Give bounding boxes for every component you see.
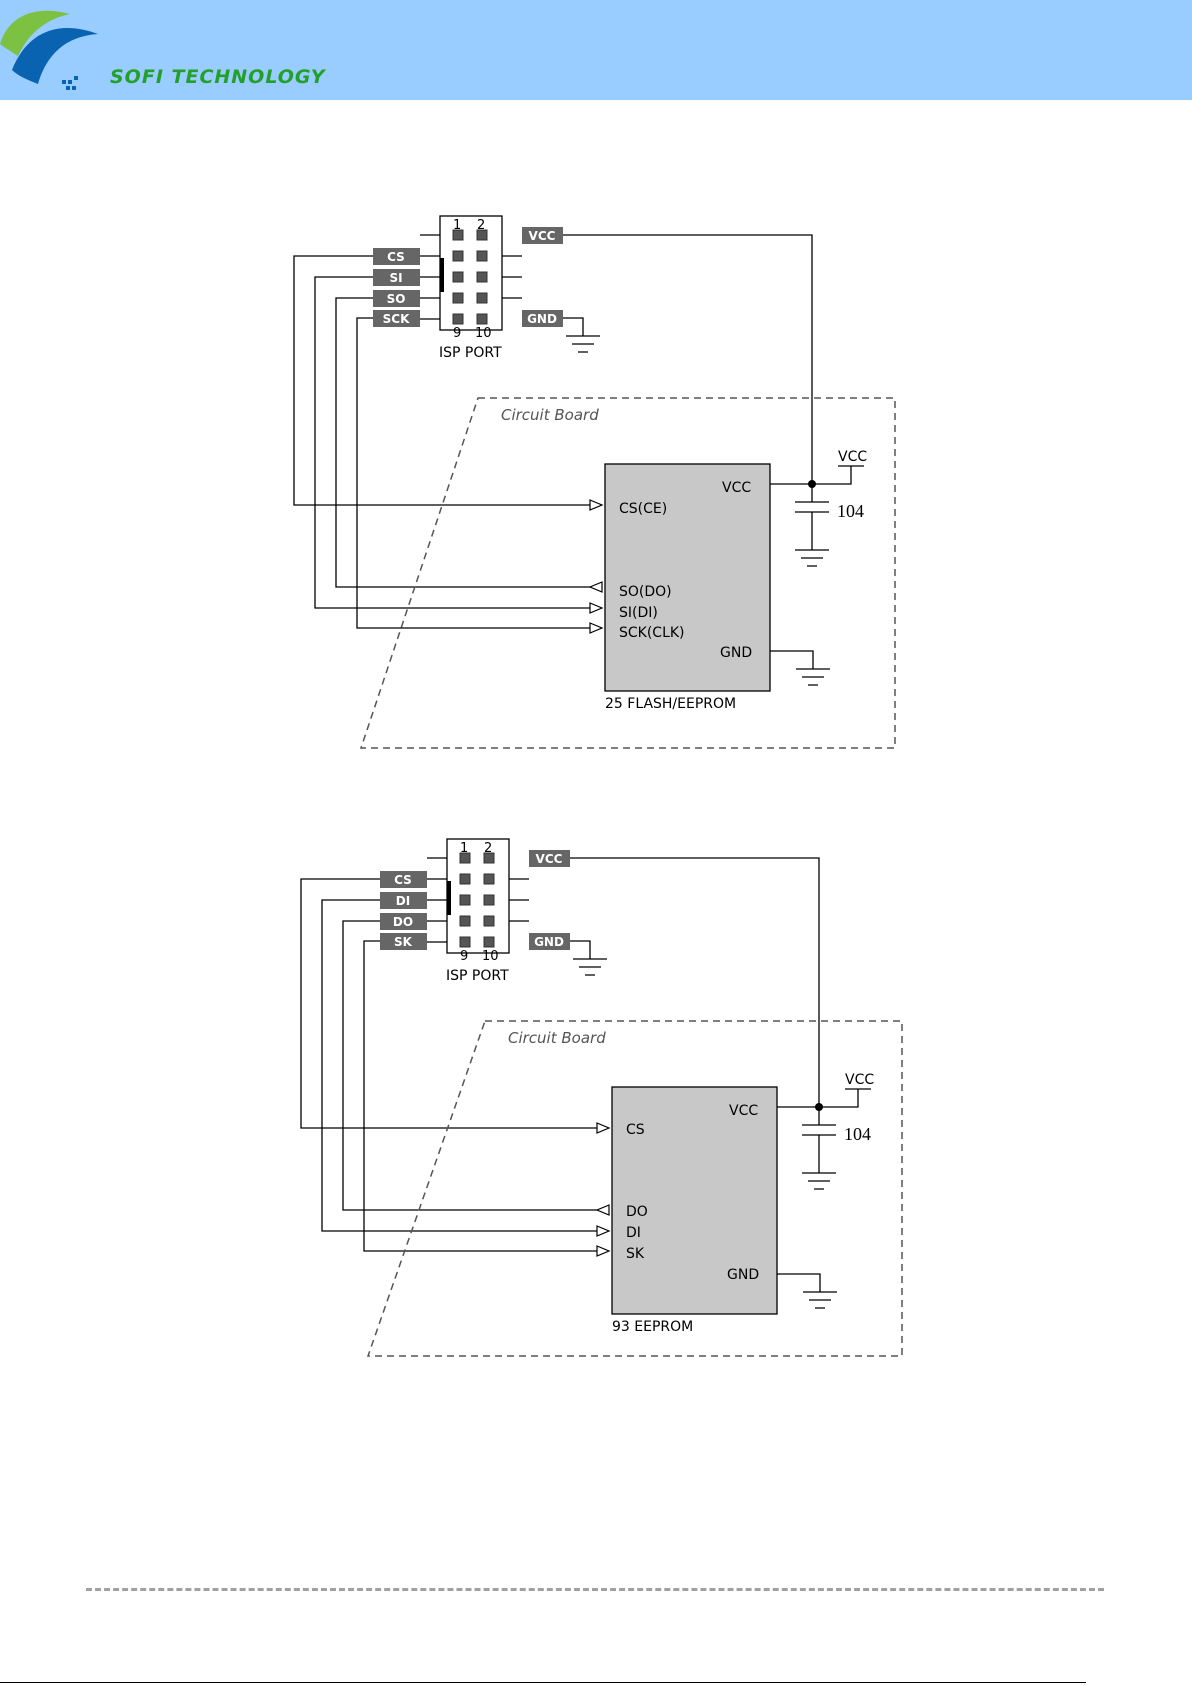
pin-1-label: 1	[460, 841, 468, 856]
tag-cs-label: CS	[387, 250, 405, 264]
diagram-25-flash: 1 2 9 10 ISP PORT CS SI SO SCK VCC GND	[294, 216, 895, 748]
tag-vcc-label: VCC	[536, 852, 563, 866]
isp-port-caption: ISP PORT	[446, 968, 509, 984]
tag-sck-label: SCK	[383, 312, 410, 326]
chip-pin-gnd: GND	[727, 1267, 759, 1283]
chip-pin-di: DI	[626, 1225, 641, 1241]
capacitor-value: 104	[844, 1124, 871, 1144]
chip-pin-so: SO(DO)	[619, 584, 672, 600]
supply-vcc-label: VCC	[838, 449, 867, 465]
pin-2-label: 2	[477, 218, 485, 233]
chip-pin-gnd: GND	[720, 645, 752, 661]
chip-caption: 25 FLASH/EEPROM	[605, 696, 736, 712]
diagram-93-eeprom: 1 2 9 10 ISP PORT CS DI DO SK VCC GND	[301, 839, 902, 1356]
tag-vcc-label: VCC	[529, 229, 556, 243]
pin-10-label: 10	[482, 949, 499, 964]
pin-10-label: 10	[475, 326, 492, 341]
tag-cs-label: CS	[394, 873, 412, 887]
tag-do-label: DO	[393, 915, 413, 929]
footer-divider	[86, 1588, 1104, 1591]
chip-pin-si: SI(DI)	[619, 605, 658, 621]
isp-connector	[440, 216, 502, 330]
pin-9-label: 9	[460, 949, 468, 964]
page-bottom-rule	[0, 1682, 1086, 1683]
pin-1-label: 1	[453, 218, 461, 233]
chip-pin-cs: CS	[626, 1122, 645, 1138]
pin-9-label: 9	[453, 326, 461, 341]
pin-2-label: 2	[484, 841, 492, 856]
tag-so-label: SO	[387, 292, 406, 306]
isp-port-caption: ISP PORT	[439, 345, 502, 361]
tag-gnd-label: GND	[534, 935, 564, 949]
chip-caption: 93 EEPROM	[612, 1319, 693, 1335]
tag-di-label: DI	[396, 894, 410, 908]
chip-pin-do: DO	[626, 1204, 648, 1220]
chip-pin-vcc: VCC	[729, 1103, 758, 1119]
tag-gnd-label: GND	[527, 312, 557, 326]
chip-pin-sk: SK	[626, 1246, 645, 1262]
tag-si-label: SI	[389, 271, 402, 285]
chip-pin-sck: SCK(CLK)	[619, 625, 685, 641]
tag-sk-label: SK	[394, 935, 413, 949]
circuit-board-label: Circuit Board	[508, 1029, 606, 1047]
chip-pin-cs: CS(CE)	[619, 501, 667, 517]
supply-vcc-label: VCC	[845, 1072, 874, 1088]
isp-connector	[447, 839, 509, 953]
chip-pin-vcc: VCC	[722, 480, 751, 496]
capacitor-value: 104	[837, 501, 864, 521]
circuit-board-label: Circuit Board	[501, 406, 599, 424]
